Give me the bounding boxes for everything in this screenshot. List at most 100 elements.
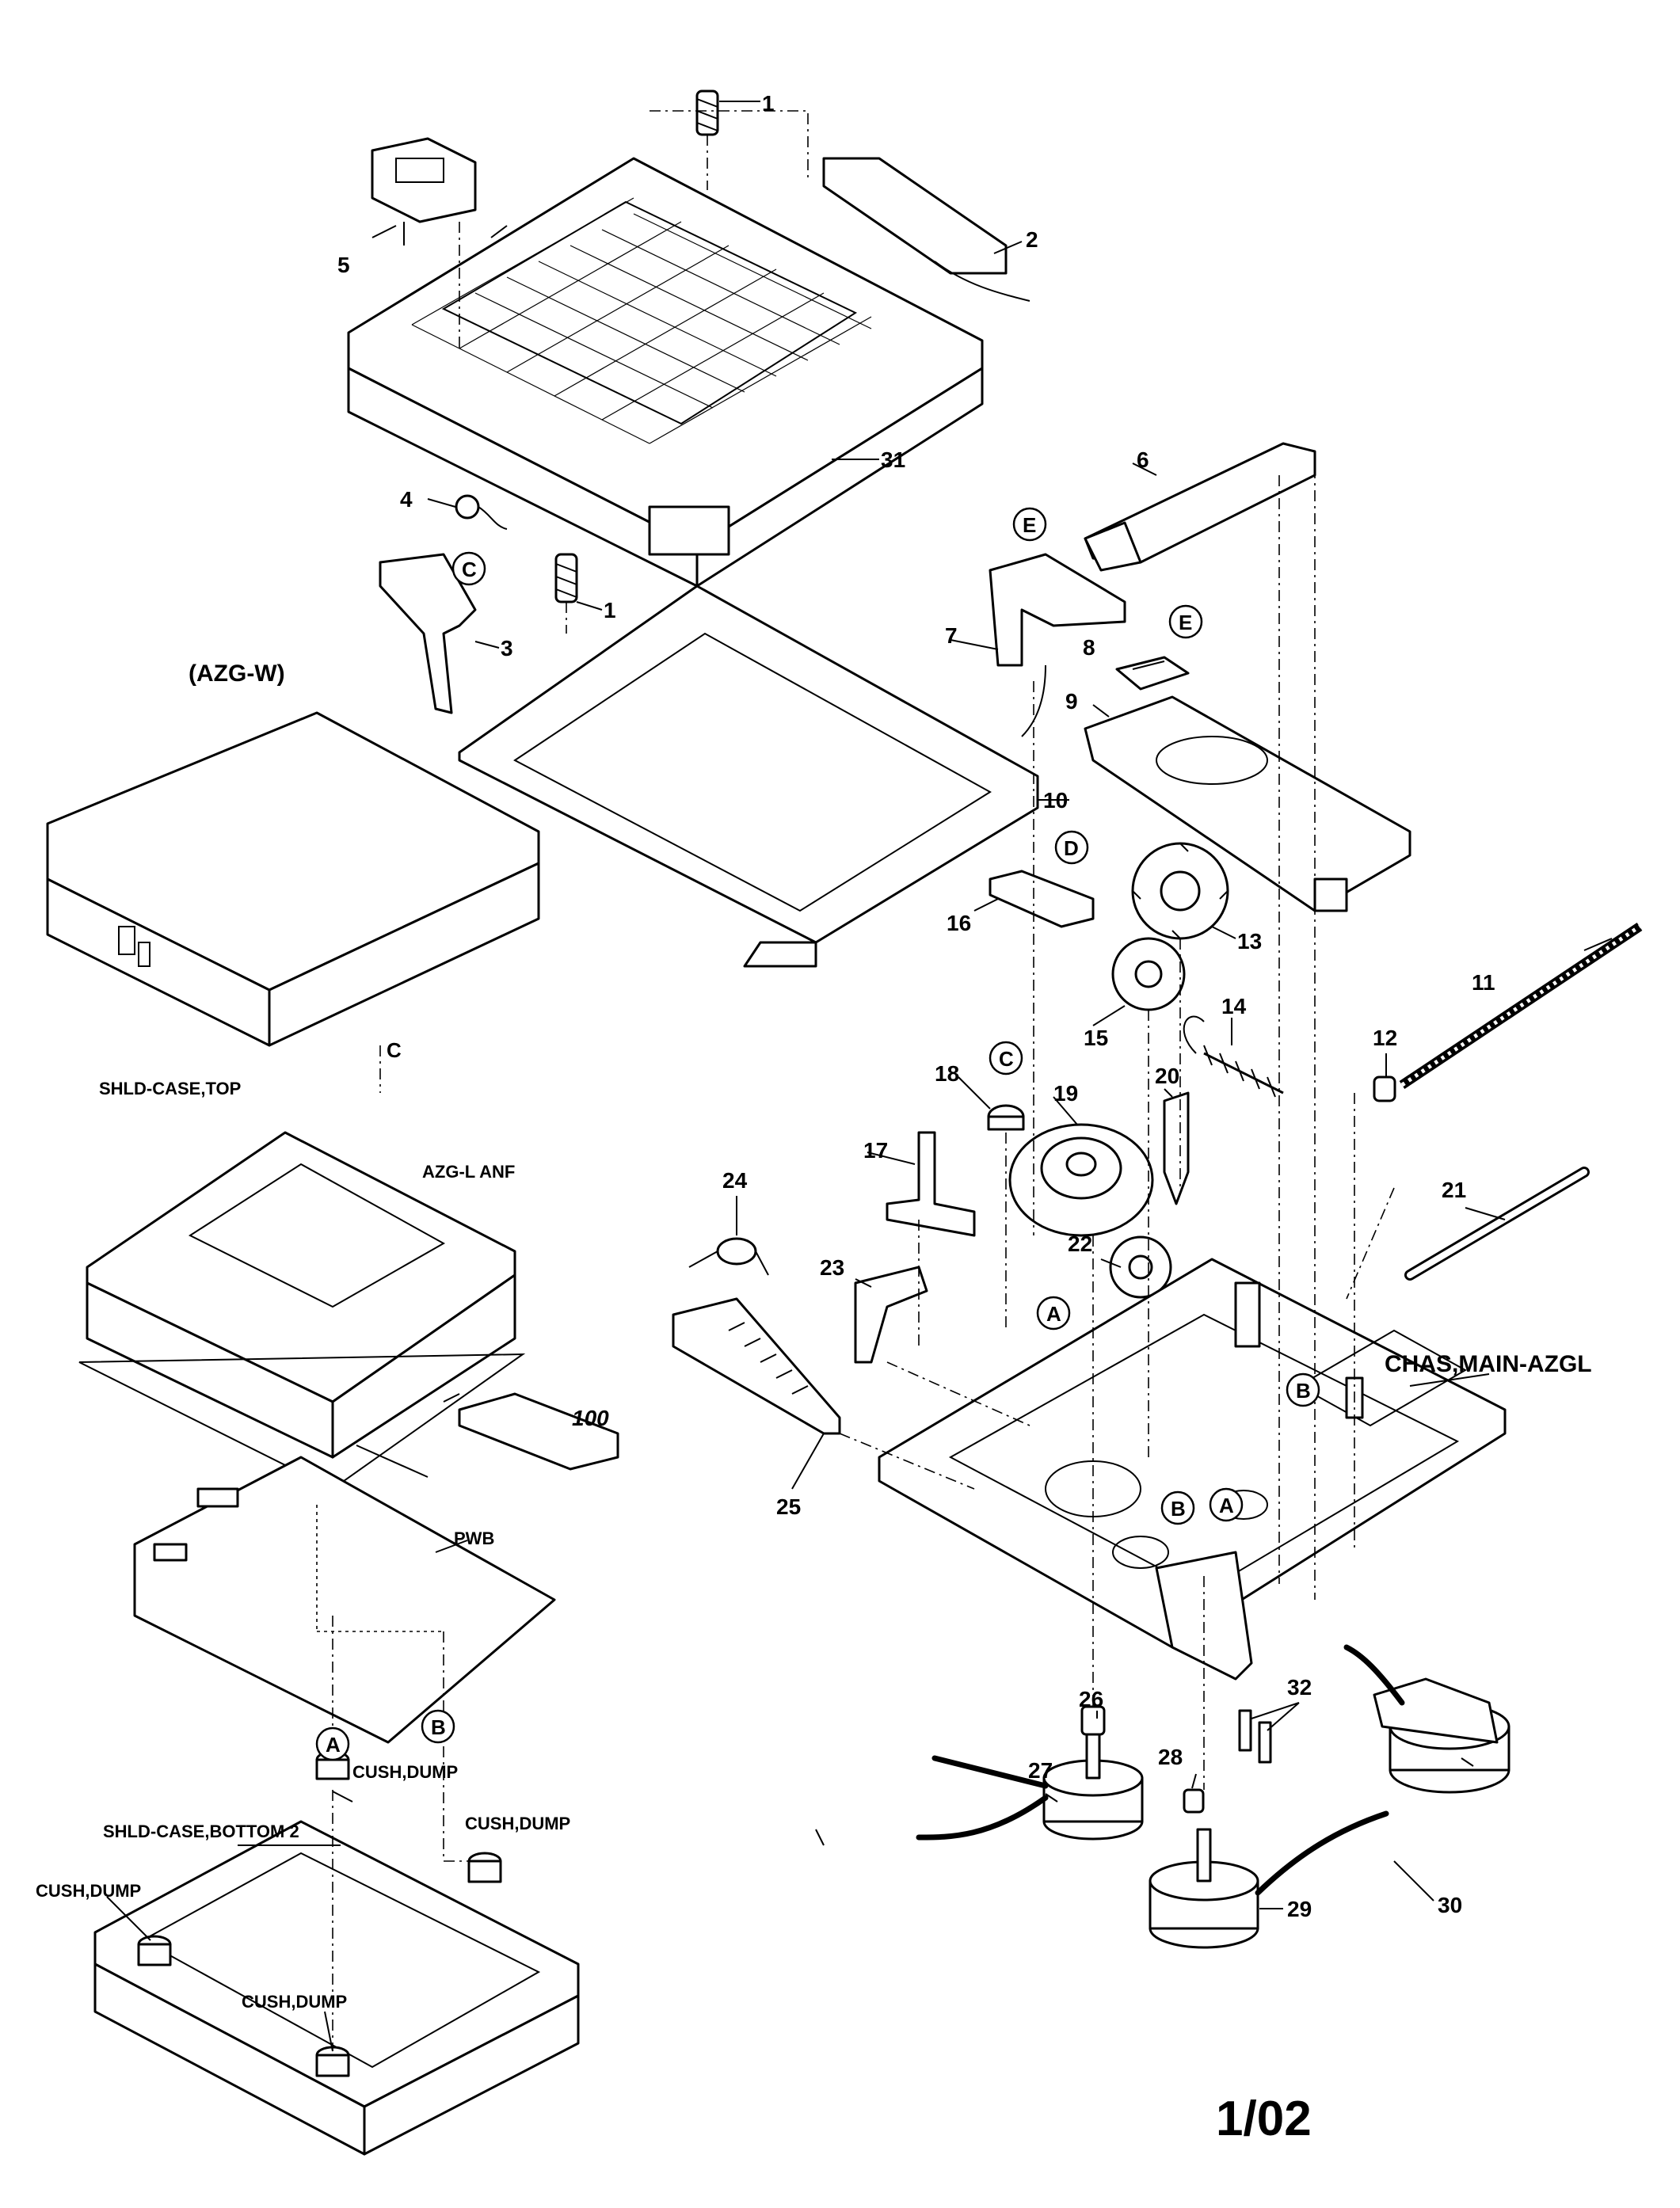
ref-marker-a-left: A (1036, 1296, 1071, 1331)
caption-pwb: PWB (454, 1528, 494, 1548)
callout-12: 12 (1373, 1026, 1397, 1050)
callout-5: 5 (337, 253, 350, 277)
callout-21: 21 (1442, 1178, 1466, 1202)
callout-30: 30 (1438, 1893, 1462, 1917)
callout-27: 27 (1028, 1758, 1053, 1783)
callout-17: 17 (863, 1138, 888, 1163)
ref-marker-b-pwb: B (421, 1709, 455, 1744)
callout-14: 14 (1221, 994, 1247, 1018)
part-1-spring-mid (554, 553, 578, 603)
part-8-clip (1115, 656, 1190, 691)
callout-19: 19 (1053, 1081, 1078, 1106)
shield-case-top (46, 711, 540, 1047)
part-28-pulley (1183, 1788, 1205, 1814)
callout-10: 10 (1043, 788, 1068, 813)
reference-markers: C E E D C A B B (315, 507, 1320, 1761)
part-21-rod (1404, 1167, 1590, 1281)
callout-24: 24 (722, 1168, 748, 1193)
callout-20: 20 (1155, 1064, 1179, 1088)
callout-16: 16 (947, 911, 971, 935)
ref-marker-b-center: B (1160, 1490, 1195, 1525)
callout-3: 3 (501, 636, 513, 660)
part-23-bracket (854, 1266, 928, 1364)
callout-25: 25 (776, 1494, 801, 1519)
caption-cush-dump-2: CUSH,DUMP (465, 1814, 570, 1833)
callout-6: 6 (1137, 447, 1149, 472)
part-10-tray-frame (458, 584, 1039, 968)
part-11-lead-screw (1399, 923, 1643, 1089)
part-32-screws (1238, 1709, 1272, 1764)
callout-1-top: 1 (762, 91, 775, 116)
callout-22: 22 (1068, 1232, 1092, 1256)
caption-chas-main: CHAS,MAIN-AZGL (1385, 1351, 1592, 1377)
caption-part-100: 100 (572, 1406, 609, 1430)
callout-15: 15 (1084, 1026, 1108, 1050)
ref-marker-a-center: A (1209, 1487, 1244, 1522)
part-15-gear (1111, 937, 1186, 1011)
svg-text:A: A (1046, 1302, 1061, 1326)
callout-2: 2 (1026, 227, 1038, 252)
svg-text:C: C (462, 558, 477, 581)
part-18-bushing (987, 1104, 1025, 1131)
part-22-gear (1109, 1235, 1172, 1299)
svg-text:A: A (1219, 1494, 1234, 1517)
part-20-lever (1163, 1091, 1190, 1205)
pwb-board (133, 1456, 556, 1744)
svg-text:B: B (1171, 1497, 1186, 1521)
leader-lines (106, 101, 1613, 2052)
part-24-spring (688, 1237, 769, 1276)
part-16-bracket (989, 870, 1095, 928)
assembly-guide-lines (332, 110, 1395, 2051)
part-captions: (AZG-W) SHLD-CASE,TOP AZG-L ANF PWB SHLD… (36, 660, 1592, 2012)
callout-26: 26 (1079, 1687, 1103, 1711)
callout-32: 32 (1287, 1675, 1312, 1700)
svg-text:C: C (999, 1047, 1014, 1071)
callout-18: 18 (935, 1061, 959, 1086)
callout-31: 31 (881, 447, 905, 472)
callout-13: 13 (1237, 929, 1262, 954)
callout-11: 11 (1472, 970, 1495, 995)
caption-shld-case-top: SHLD-CASE,TOP (99, 1079, 241, 1098)
caption-azg-w: (AZG-W) (189, 660, 285, 687)
part-26-pulley (1080, 1705, 1106, 1736)
ref-marker-c-top: C (451, 551, 486, 586)
svg-text:B: B (1296, 1379, 1311, 1403)
page-number: 1/02 (1216, 2092, 1312, 2146)
caption-cush-dump-4: CUSH,DUMP (242, 1992, 347, 2012)
callout-23: 23 (820, 1255, 844, 1280)
caption-azg-l-anf: AZG-L ANF (422, 1162, 515, 1182)
part-9-slider-plate (1084, 695, 1411, 912)
svg-text:E: E (1179, 611, 1192, 634)
part-27-motor (916, 1725, 1144, 1841)
callout-1-mid: 1 (604, 598, 616, 622)
part-100-flex-cable (458, 1392, 619, 1471)
caption-shld-case-bottom: SHLD-CASE,BOTTOM 2 (103, 1822, 299, 1841)
ref-marker-e-top: E (1012, 507, 1047, 542)
callout-9: 9 (1065, 689, 1078, 714)
ref-marker-d: D (1054, 830, 1089, 865)
svg-text:C: C (387, 1038, 402, 1062)
callout-29: 29 (1287, 1897, 1312, 1921)
svg-text:A: A (326, 1733, 341, 1757)
part-5-bracket (371, 137, 477, 246)
ref-marker-c-shield: C (387, 1038, 402, 1062)
cushion-dump-2 (467, 1852, 502, 1883)
caption-cush-dump-1: CUSH,DUMP (352, 1762, 458, 1782)
svg-text:B: B (431, 1715, 446, 1739)
chassis-main (878, 1258, 1507, 1681)
shield-case-bottom (93, 1820, 580, 2156)
azg-l-anf-assembly (78, 1131, 526, 1490)
callout-28: 28 (1158, 1745, 1183, 1769)
caption-cush-dump-3: CUSH,DUMP (36, 1881, 141, 1901)
part-19-gear (1008, 1123, 1154, 1237)
part-7-bracket (989, 553, 1126, 737)
callout-7: 7 (945, 623, 958, 648)
svg-text:D: D (1064, 836, 1079, 860)
part-17-bracket (886, 1131, 976, 1237)
svg-text:E: E (1023, 513, 1036, 537)
part-31-top-frame (347, 157, 984, 588)
part-30-motor (1343, 1644, 1510, 1794)
part-1-spring-top (695, 89, 719, 136)
part-12-bush (1373, 1075, 1396, 1102)
